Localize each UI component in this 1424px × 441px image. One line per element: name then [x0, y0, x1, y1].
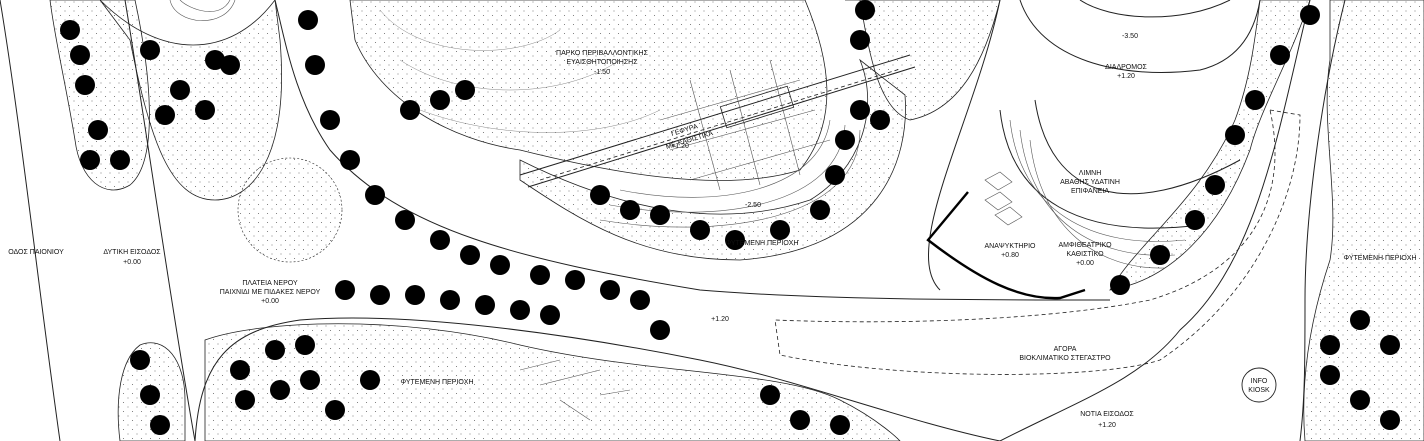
info-kiosk-circle: [1241, 367, 1277, 403]
label-agora: ΑΓΟΡΑ: [1054, 346, 1077, 353]
label-amphitheatre: ΑΜΦΙΘΕΑΤΡΙΚΟ: [1058, 242, 1112, 249]
contours: [169, 0, 861, 228]
label-mid-level: +1.20: [711, 316, 729, 323]
label-lake: ΛΙΜΝΗ: [1079, 170, 1102, 177]
plan-labels: ΠΑΡΚΟ ΠΕΡΙΒΑΛΛΟΝΤΙΚΗΣ ΕΥΑΙΣΘΗΤΟΠΟΙΗΣΗΣ -…: [8, 33, 1416, 429]
label-kiosk-level: +0.80: [1001, 252, 1019, 259]
label-bridge-level: +1.20: [671, 143, 689, 150]
label-street: ΟΔΟΣ ΠΑΙΟΝΙΟΥ: [8, 249, 64, 256]
planted-areas: [49, 0, 1424, 441]
label-water-square-2: ΠΑΙΧΝΙΔΙ ΜΕ ΠΙΔΑΚΕΣ ΝΕΡΟΥ: [220, 289, 321, 296]
label-level-m250: -2.50: [745, 202, 761, 209]
label-lake-3: ΕΠΙΦΑΝΕΙΑ: [1071, 188, 1109, 195]
label-info-2: KIOSK: [1248, 387, 1270, 394]
label-corridor-level: +1.20: [1117, 73, 1135, 80]
label-amphitheatre-2: ΚΑΘΙΣΤΙΚΟ: [1066, 251, 1104, 258]
label-park: ΠΑΡΚΟ ΠΕΡΙΒΑΛΛΟΝΤΙΚΗΣ: [556, 50, 649, 57]
label-planted-center: ΦΥΤΕΜΕΝΗ ΠΕΡΙΟΧΗ: [725, 240, 798, 247]
water-square-circle: [237, 157, 343, 263]
label-west-level: +0.00: [123, 259, 141, 266]
label-water-square: ΠΛΑΤΕΙΑ ΝΕΡΟΥ: [242, 280, 298, 287]
lake-area: [237, 0, 1301, 421]
label-corridor: ΔΙΑΔΡΟΜΟΣ: [1105, 64, 1147, 71]
label-kiosk: ΑΝΑΨΥΚΤΗΡΙΟ: [985, 243, 1037, 250]
kiosk-edge: [926, 191, 1086, 300]
label-top-level: -3.50: [1122, 33, 1138, 40]
label-park-level: -1.50: [594, 69, 610, 76]
road-edges: [0, 0, 1346, 441]
label-water-square-level: +0.00: [261, 298, 279, 305]
label-amphitheatre-level: +0.00: [1076, 260, 1094, 267]
label-south-entrance: ΝΟΤΙΑ ΕΙΣΟΔΟΣ: [1080, 411, 1134, 418]
label-planted-right: ΦΥΤΕΜΕΝΗ ΠΕΡΙΟΧΗ: [1343, 255, 1416, 262]
label-planted-bottom: ΦΥΤΕΜΕΝΗ ΠΕΡΙΟΧΗ: [400, 379, 473, 386]
label-info: INFO: [1251, 378, 1268, 385]
label-west-entrance: ΔΥΤΙΚΗ ΕΙΣΟΔΟΣ: [103, 249, 161, 256]
label-park-2: ΕΥΑΙΣΘΗΤΟΠΟΙΗΣΗΣ: [566, 59, 638, 66]
label-lake-2: ΑΒΑΘΗΣ ΥΔΑΤΙΝΗ: [1060, 179, 1120, 186]
label-agora-2: ΒΙΟΚΛΙΜΑΤΙΚΟ ΣΤΕΓΑΣΤΡΟ: [1019, 355, 1111, 362]
bridge: [519, 54, 916, 188]
label-south-level: +1.20: [1098, 422, 1116, 429]
